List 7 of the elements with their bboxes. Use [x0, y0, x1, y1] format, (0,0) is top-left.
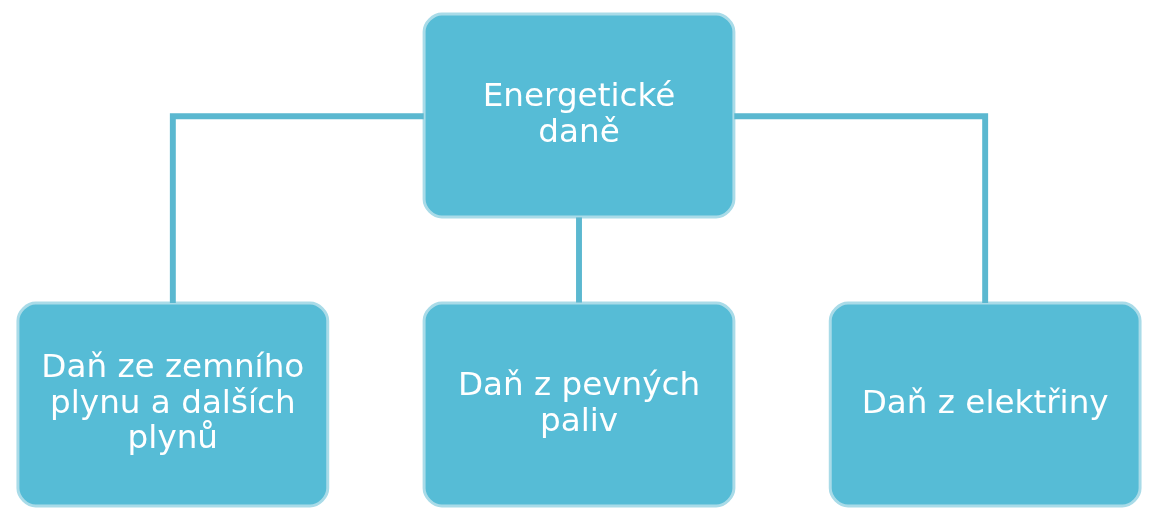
connector	[576, 217, 582, 303]
connector	[169, 113, 424, 303]
connector	[734, 113, 989, 303]
node-box: Daň z pevných paliv	[422, 301, 736, 508]
node-box: Daň z elektřiny	[828, 301, 1142, 508]
node-box: Daň ze zemního plynu a dalších plynů	[16, 301, 330, 508]
node-box: Energetické daně	[422, 12, 736, 219]
